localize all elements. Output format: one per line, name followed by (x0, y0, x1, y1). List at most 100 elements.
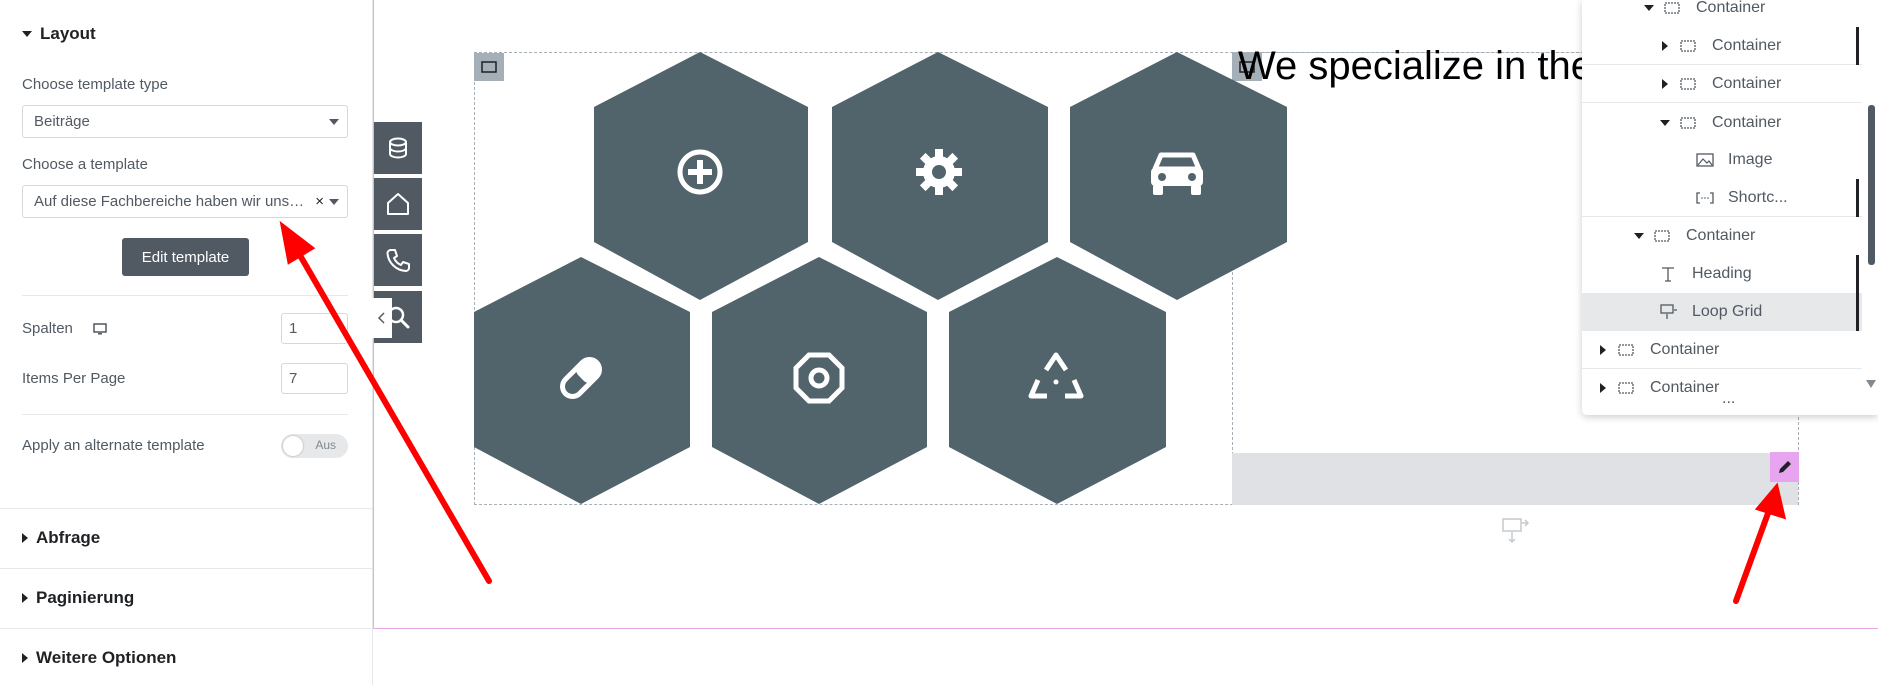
image-icon (1696, 153, 1718, 167)
nav-item-label: Shortc... (1728, 188, 1788, 206)
container-handle[interactable] (474, 53, 504, 81)
nav-item-label: Container (1712, 36, 1782, 54)
widget-settings-panel: Layout Choose template type Beiträge Cho… (0, 0, 373, 685)
nav-item[interactable]: Container (1582, 65, 1862, 103)
more-options-section-toggle[interactable]: Weitere Optionen (22, 648, 176, 668)
layout-section-toggle[interactable]: Layout (22, 24, 96, 44)
navigator-panel: Container Container Container Container … (1582, 0, 1878, 415)
nav-item-selected[interactable]: Loop Grid (1582, 293, 1862, 331)
home-icon (387, 193, 409, 215)
heading-icon (1660, 266, 1682, 282)
template-select[interactable]: Auf diese Fachbereiche haben wir uns s..… (22, 185, 348, 218)
nav-item[interactable]: Container (1582, 27, 1862, 65)
template-type-select[interactable]: Beiträge (22, 105, 348, 138)
octagon-ring-icon (793, 352, 845, 404)
scrollbar-thumb[interactable] (1868, 105, 1875, 265)
hexagon-tile (712, 257, 927, 504)
caret-down-icon[interactable] (1642, 5, 1656, 11)
toggle-knob (283, 436, 303, 456)
recycle-icon (1028, 352, 1084, 399)
container-icon (481, 61, 497, 73)
container-icon (1654, 230, 1676, 242)
phone-icon (386, 249, 410, 272)
database-icon (389, 137, 407, 159)
annotation-arrow (291, 242, 492, 584)
toggle-state: Aus (315, 438, 336, 452)
desktop-icon[interactable] (93, 322, 107, 336)
nav-item[interactable]: Container (1582, 369, 1862, 407)
loop-grid-icon (1660, 303, 1682, 320)
nav-item[interactable]: Image (1582, 141, 1862, 179)
columns-input[interactable]: 1 (281, 313, 348, 344)
nav-item-label: Heading (1692, 265, 1752, 282)
nav-item-label: Container (1650, 379, 1720, 396)
navigator-scrollbar[interactable] (1864, 0, 1878, 415)
annotation-arrowhead (1754, 482, 1787, 520)
more-indicator: ... (1722, 390, 1736, 407)
chevron-down-icon (329, 199, 339, 205)
container-icon (1618, 343, 1640, 356)
edit-element-button[interactable] (1770, 452, 1799, 482)
container-handle[interactable] (1232, 53, 1262, 81)
edit-template-button[interactable]: Edit template (122, 238, 249, 276)
loop-grid-placeholder (1232, 453, 1798, 505)
items-per-page-label: Items Per Page (22, 370, 126, 387)
hexagon-tile (474, 257, 690, 504)
section-title: Abfrage (36, 528, 101, 547)
caret-right-icon[interactable] (1596, 383, 1610, 393)
caret-right-icon[interactable] (1658, 78, 1672, 89)
nav-item-label: Image (1728, 151, 1773, 168)
nav-item-label: Container (1696, 0, 1766, 16)
divider (22, 414, 348, 415)
nav-item[interactable]: Shortc... (1582, 179, 1862, 217)
nav-item[interactable]: Container (1582, 331, 1862, 369)
chevron-down-icon (329, 119, 339, 125)
section-title: Paginierung (36, 588, 135, 607)
scroll-down-icon[interactable] (1866, 380, 1876, 388)
columns-label: Spalten (22, 320, 73, 337)
section-title: Weitere Optionen (36, 648, 177, 667)
pencil-icon (1778, 461, 1791, 473)
gear-icon (916, 149, 962, 195)
nav-item-label: Loop Grid (1692, 302, 1763, 320)
caret-right-icon (22, 653, 28, 663)
container-icon (1680, 77, 1702, 90)
database-button[interactable] (374, 122, 422, 174)
annotation-arrowhead (279, 220, 316, 265)
divider (22, 295, 348, 296)
pagination-section-toggle[interactable]: Paginierung (22, 588, 134, 608)
template-type-label: Choose template type (22, 76, 168, 93)
caret-right-icon (22, 593, 28, 603)
items-per-page-input[interactable]: 7 (281, 363, 348, 394)
caret-down-icon[interactable] (1632, 233, 1646, 239)
caret-down-icon[interactable] (1658, 120, 1672, 126)
caret-right-icon (22, 533, 28, 543)
nav-indent-marker (1856, 255, 1859, 331)
home-button[interactable] (374, 178, 422, 230)
layout-section-title: Layout (40, 24, 96, 43)
query-section-toggle[interactable]: Abfrage (22, 528, 100, 548)
nav-item-label: Container (1712, 114, 1782, 131)
clear-icon[interactable]: × (315, 193, 324, 210)
container-icon (1664, 2, 1686, 14)
template-label: Choose a template (22, 156, 148, 173)
chevron-left-icon (377, 312, 385, 324)
loop-grid-drop-icon (1502, 518, 1530, 544)
nav-item[interactable]: Container (1582, 0, 1862, 27)
phone-button[interactable] (374, 234, 422, 286)
shortcode-icon (1696, 191, 1718, 205)
collapse-handle[interactable] (372, 298, 392, 338)
alternate-template-toggle[interactable]: Aus (281, 434, 348, 458)
nav-indent-marker (1856, 179, 1859, 217)
nav-item[interactable]: Heading (1582, 255, 1862, 293)
nav-item[interactable]: Container (1582, 104, 1862, 142)
divider (0, 568, 373, 569)
caret-right-icon[interactable] (1596, 344, 1610, 355)
divider (0, 508, 373, 509)
container-icon (1618, 382, 1640, 394)
container-icon (1239, 61, 1255, 73)
nav-item[interactable]: Container (1582, 217, 1862, 255)
plus-circle-icon (677, 149, 723, 195)
caret-right-icon[interactable] (1658, 40, 1672, 51)
